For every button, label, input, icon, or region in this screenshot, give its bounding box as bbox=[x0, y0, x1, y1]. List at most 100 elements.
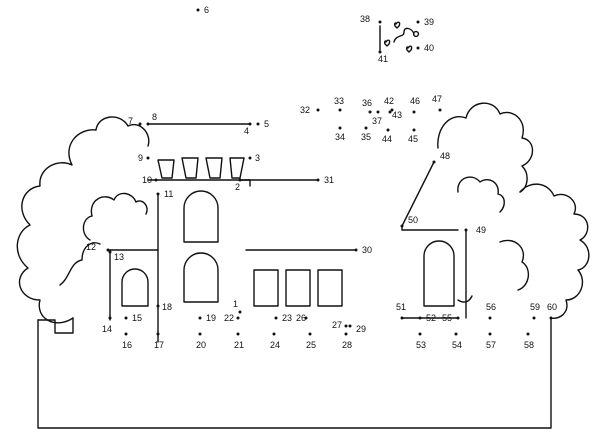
point-dot bbox=[196, 8, 200, 12]
point-dot bbox=[236, 316, 240, 320]
point-number: 53 bbox=[416, 340, 426, 350]
point-number: 46 bbox=[410, 96, 420, 106]
point-number: 33 bbox=[334, 96, 344, 106]
point-57: 57 bbox=[486, 332, 496, 350]
point-dot bbox=[146, 122, 150, 126]
point-number: 22 bbox=[224, 313, 234, 323]
point-dot bbox=[368, 110, 372, 114]
point-dot bbox=[146, 156, 150, 160]
point-38: 38 bbox=[360, 14, 382, 24]
point-60: 60 bbox=[547, 302, 557, 320]
point-dot bbox=[274, 316, 278, 320]
point-number: 41 bbox=[378, 54, 388, 64]
point-dot bbox=[549, 316, 553, 320]
point-dot bbox=[344, 324, 348, 328]
point-34: 34 bbox=[335, 126, 345, 142]
point-number: 49 bbox=[476, 225, 486, 235]
point-number: 20 bbox=[196, 340, 206, 350]
point-number: 42 bbox=[384, 96, 394, 106]
point-dot bbox=[106, 248, 110, 252]
point-48: 48 bbox=[432, 151, 450, 164]
point-24: 24 bbox=[270, 332, 280, 350]
point-number: 30 bbox=[362, 245, 372, 255]
point-21: 21 bbox=[234, 332, 244, 350]
point-number: 26 bbox=[296, 313, 306, 323]
point-dot bbox=[124, 316, 128, 320]
point-number: 36 bbox=[362, 98, 372, 108]
point-number: 56 bbox=[486, 302, 496, 312]
point-23: 23 bbox=[274, 313, 292, 323]
point-number: 18 bbox=[162, 302, 172, 312]
left-bushes bbox=[16, 116, 150, 324]
point-number: 1 bbox=[233, 299, 238, 309]
point-number: 34 bbox=[335, 132, 345, 142]
point-30: 30 bbox=[354, 245, 372, 255]
point-dot bbox=[198, 332, 202, 336]
point-39: 39 bbox=[416, 17, 434, 27]
point-51: 51 bbox=[396, 302, 406, 320]
point-number: 40 bbox=[424, 43, 434, 53]
point-58: 58 bbox=[524, 332, 534, 350]
point-12: 12 bbox=[86, 242, 110, 252]
point-number: 27 bbox=[332, 320, 342, 330]
point-11: 11 bbox=[156, 189, 173, 199]
point-19: 19 bbox=[198, 313, 216, 323]
point-number: 57 bbox=[486, 340, 496, 350]
point-29: 29 bbox=[348, 324, 366, 334]
point-number: 60 bbox=[547, 302, 557, 312]
point-number: 11 bbox=[164, 189, 173, 199]
point-number: 24 bbox=[270, 340, 280, 350]
point-35: 35 bbox=[361, 126, 371, 142]
point-dot bbox=[108, 250, 112, 254]
point-44: 44 bbox=[382, 128, 392, 144]
point-dot bbox=[338, 108, 342, 112]
point-number: 32 bbox=[300, 105, 310, 115]
point-number: 23 bbox=[282, 313, 292, 323]
point-41: 41 bbox=[378, 50, 388, 64]
point-dot bbox=[388, 110, 392, 114]
point-number: 52 bbox=[426, 313, 436, 323]
point-number: 16 bbox=[122, 340, 132, 350]
point-14: 14 bbox=[102, 316, 112, 334]
point-8: 8 bbox=[146, 112, 157, 126]
point-26: 26 bbox=[296, 313, 308, 323]
point-36: 36 bbox=[362, 98, 372, 114]
point-47: 47 bbox=[432, 94, 442, 112]
point-6: 6 bbox=[196, 5, 209, 15]
point-46: 46 bbox=[410, 96, 420, 114]
point-number: 39 bbox=[424, 17, 434, 27]
point-42: 42 bbox=[384, 96, 394, 112]
point-dot bbox=[154, 178, 158, 182]
point-dot bbox=[138, 122, 142, 126]
point-dot bbox=[526, 332, 530, 336]
point-number: 50 bbox=[408, 215, 418, 225]
point-20: 20 bbox=[196, 332, 206, 350]
point-number: 17 bbox=[154, 340, 164, 350]
point-2: 2 bbox=[235, 178, 242, 192]
point-32: 32 bbox=[300, 105, 320, 115]
point-53: 53 bbox=[416, 332, 426, 350]
point-dot bbox=[316, 108, 320, 112]
point-number: 55 bbox=[442, 313, 452, 323]
point-27: 27 bbox=[332, 320, 348, 330]
point-43: 43 bbox=[388, 110, 402, 120]
point-18: 18 bbox=[156, 302, 172, 312]
point-4: 4 bbox=[244, 122, 252, 136]
point-55: 55 bbox=[442, 313, 460, 323]
point-dot bbox=[156, 192, 160, 196]
point-16: 16 bbox=[122, 332, 132, 350]
point-25: 25 bbox=[306, 332, 316, 350]
point-number: 31 bbox=[324, 175, 334, 185]
point-dot bbox=[390, 108, 394, 112]
point-number: 37 bbox=[372, 116, 382, 126]
ground-frame bbox=[37, 317, 552, 429]
point-number: 47 bbox=[432, 94, 442, 104]
point-1: 1 bbox=[233, 299, 242, 314]
point-dot bbox=[348, 324, 352, 328]
point-3: 3 bbox=[248, 153, 260, 163]
point-dot bbox=[364, 126, 368, 130]
point-dot bbox=[378, 20, 382, 24]
point-number: 45 bbox=[408, 134, 418, 144]
point-dot bbox=[412, 128, 416, 132]
